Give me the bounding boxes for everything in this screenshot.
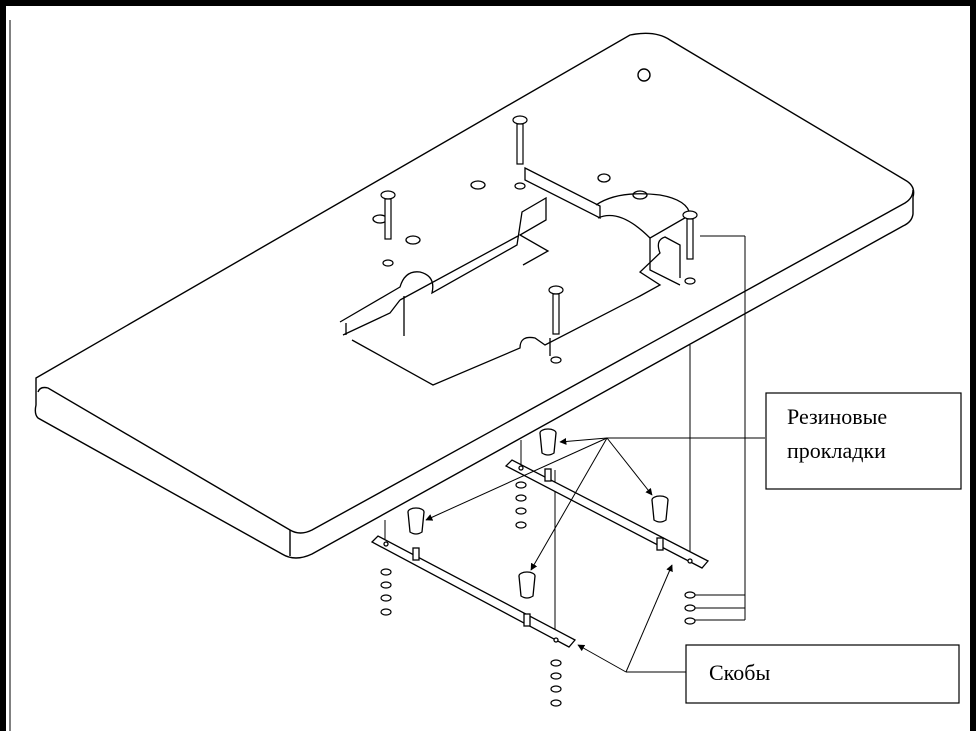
brackets-callout: Скобы (685, 644, 960, 704)
rubber-pads-label-line1: Резиновые (787, 404, 887, 429)
screw (548, 285, 564, 364)
rubber-pads (407, 428, 669, 627)
rubber-pad (407, 507, 425, 561)
screw (380, 190, 396, 267)
brackets-leaders (577, 564, 686, 673)
screw (512, 115, 528, 190)
rubber-pads-label-line2: прокладки (787, 438, 886, 463)
table-top (34, 32, 915, 559)
rubber-pads-leaders (425, 437, 765, 571)
rubber-pad (651, 495, 669, 551)
brackets-label: Скобы (709, 660, 770, 685)
screw (682, 210, 698, 285)
rubber-pad (539, 428, 557, 482)
table-cutout (339, 166, 691, 386)
assembly-guide-lines (384, 235, 746, 640)
screws (380, 115, 698, 364)
rubber-pads-callout: Резиновые прокладки (765, 392, 962, 490)
washers-nuts (380, 481, 696, 707)
rubber-pad (518, 571, 536, 627)
